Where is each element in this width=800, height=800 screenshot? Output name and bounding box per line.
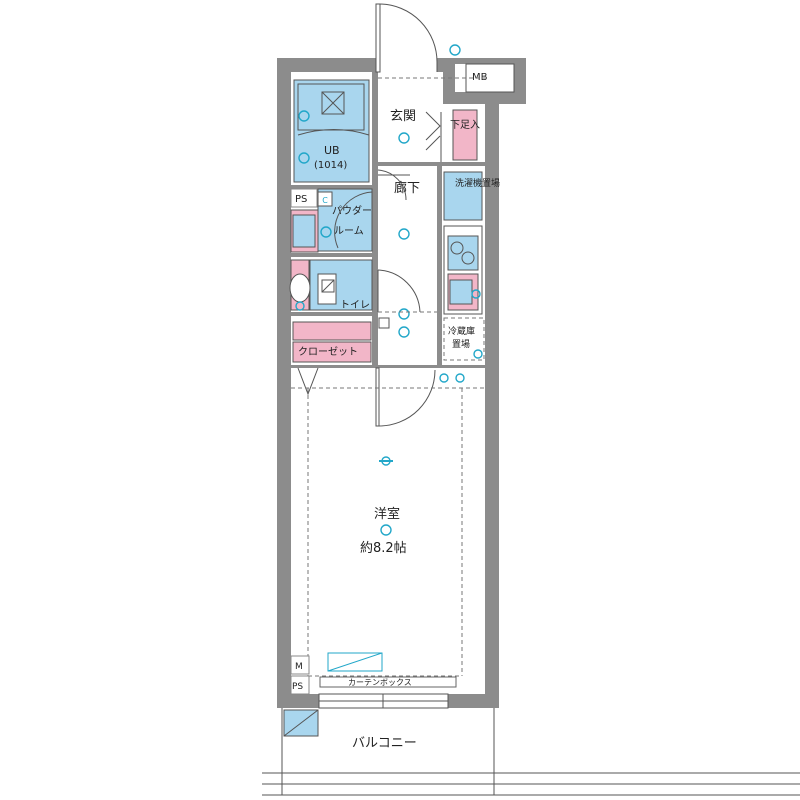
curtain-box: カーテンボックス: [319, 676, 457, 688]
western-room: 洋室 約8.2帖: [291, 387, 485, 677]
corridor: 廊下: [377, 169, 437, 338]
mb-space: MB: [449, 44, 515, 93]
fridge-label-1: 冷蔵庫: [448, 325, 475, 337]
meter-ps-lower: M PS: [290, 655, 310, 695]
toilet-room: トイレ: [289, 259, 373, 311]
closet: クローゼット: [292, 321, 372, 396]
unit-bath: UB (1014): [293, 79, 370, 183]
svg-text:C: C: [322, 196, 328, 205]
shoe-box: 下足入: [450, 109, 480, 161]
entrance-door: [375, 3, 438, 73]
powder-room-label-1: パウダー: [332, 204, 372, 217]
powder-room: C パウダー ルーム: [290, 188, 373, 253]
powder-room-label-2: ルーム: [334, 225, 364, 237]
ub-size-label: (1014): [314, 160, 347, 171]
exterior-walls: [277, 58, 526, 708]
ub-label: UB: [324, 144, 340, 157]
shoe-box-label: 下足入: [450, 119, 480, 131]
interior-walls: [291, 72, 488, 368]
washer-space: 洗濯機置場: [443, 171, 500, 221]
western-room-label: 洋室: [374, 506, 400, 522]
balcony-window: [318, 693, 449, 709]
fridge-space: 冷蔵庫 置場: [443, 317, 485, 361]
room-door: [375, 367, 465, 427]
washer-label: 洗濯機置場: [455, 177, 500, 189]
corridor-label: 廊下: [394, 180, 420, 196]
fridge-label-2: 置場: [452, 338, 470, 350]
toilet-label: トイレ: [340, 300, 370, 311]
balcony: バルコニー: [262, 708, 800, 796]
closet-label: クローゼット: [298, 346, 358, 358]
kitchen: [443, 225, 483, 315]
balcony-label: バルコニー: [352, 736, 417, 751]
western-room-size: 約8.2帖: [360, 541, 407, 556]
meter-label: M: [295, 662, 303, 672]
ps-upper-label: PS: [295, 194, 307, 205]
entrance-label: 玄関: [390, 109, 416, 124]
entrance-area: 玄関: [378, 77, 485, 162]
ps-upper: PS: [290, 188, 318, 208]
curtain-box-label: カーテンボックス: [348, 678, 412, 687]
ps-lower-label: PS: [292, 682, 303, 692]
